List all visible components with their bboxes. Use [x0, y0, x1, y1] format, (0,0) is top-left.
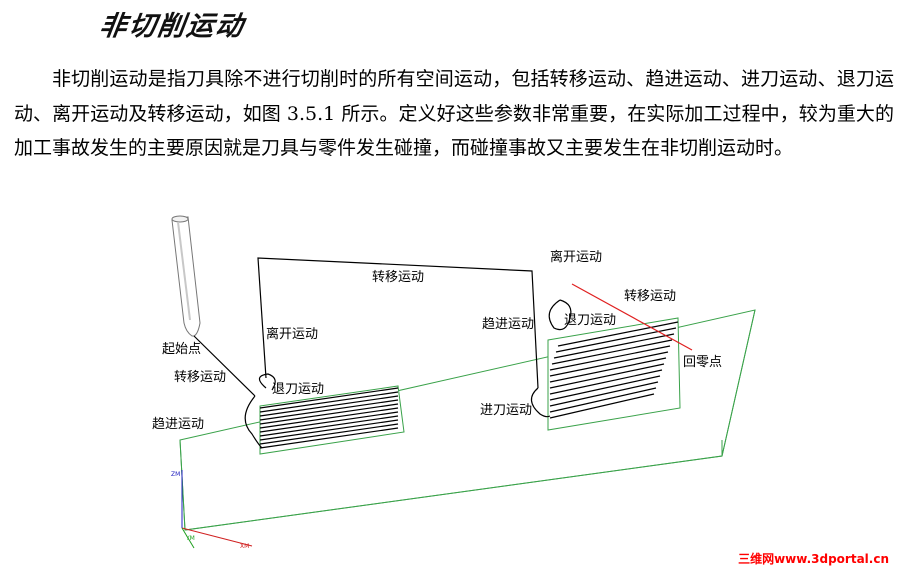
label-depart-left: 离开运动 [266, 326, 318, 342]
watermark: 三维网www.3dportal.cn [738, 552, 889, 566]
label-transfer-top: 转移运动 [372, 270, 424, 285]
body-paragraph: 非切削运动是指刀具除不进行切削时的所有空间运动，包括转移运动、趋进运动、进刀运动… [14, 68, 894, 159]
axis-y-label: YM [185, 535, 195, 542]
label-transfer-left: 转移运动 [174, 370, 226, 385]
right-pocket-block [547, 317, 681, 431]
label-approach-left: 趋进运动 [152, 417, 204, 432]
label-engage-right: 进刀运动 [480, 403, 532, 418]
label-depart-right: 离开运动 [550, 249, 602, 265]
page-title: 非切削运动 [97, 11, 247, 42]
tool-icon [171, 215, 201, 337]
label-transfer-right: 转移运动 [624, 289, 676, 304]
label-approach-right: 趋进运动 [482, 317, 534, 332]
non-cutting-motion-figure: ZM YM XM 转移运动 离开运动 起始点 转移运动 退刀运动 趋进运动 趋进… [152, 215, 756, 550]
axis-z-label: ZM [171, 471, 180, 478]
label-retract-left: 退刀运动 [272, 382, 324, 397]
label-retract-right: 退刀运动 [564, 313, 616, 328]
axis-x-label: XM [240, 543, 249, 550]
left-pocket-block [259, 385, 405, 455]
label-start-point: 起始点 [162, 342, 201, 357]
coordinate-axes [181, 470, 253, 549]
return-path [571, 283, 693, 351]
tool-path [193, 257, 572, 449]
label-return-point: 回零点 [683, 355, 722, 370]
